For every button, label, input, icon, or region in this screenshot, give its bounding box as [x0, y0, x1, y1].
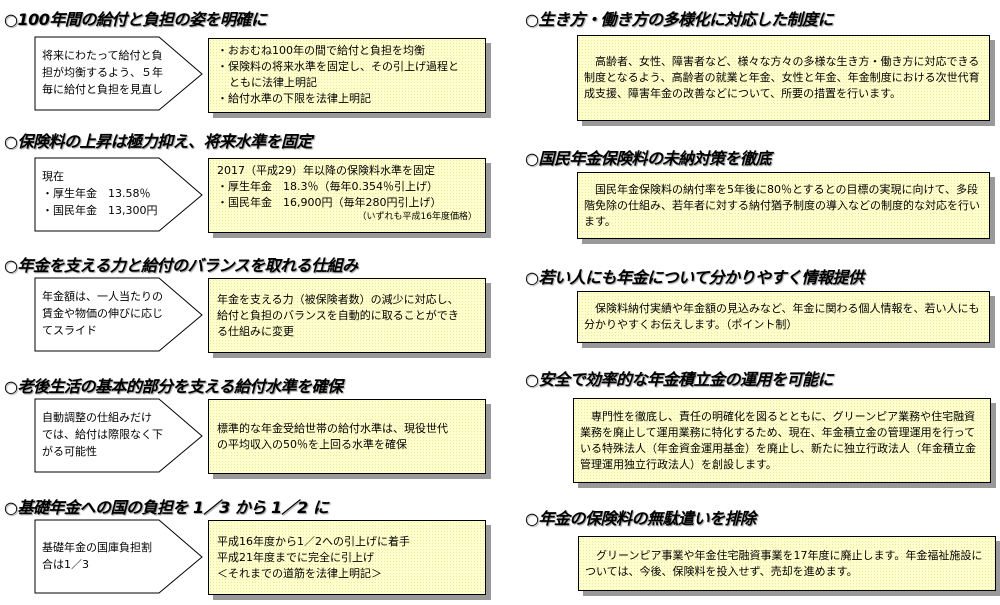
current-line: ・厚生年金 13.58％ [42, 187, 151, 200]
current-line: 基礎年金の国庫負担割 [42, 541, 152, 554]
current-line: ・国民年金 13,300円 [42, 204, 158, 217]
reform-box: 平成16年度から1／2への引上げに着手 平成21年度までに完全に引上げ ＜それま… [208, 520, 486, 595]
reform-line: 標準的な年金受給世帯の給付水準は、現役世代 [217, 421, 448, 435]
current-line: 担が均衡するよう、５年 [42, 66, 163, 79]
description-box: 専門性を徹底し、責任の明確化を図るとともに、グリーンピア業務や住宅融資業務を廃止… [573, 398, 991, 483]
reform-line: ・厚生年金 18.3％（毎年0.354％引上げ） [217, 180, 438, 193]
reform-box: 2017（平成29）年以降の保険料水準を固定 ・厚生年金 18.3％（毎年0.3… [208, 158, 486, 233]
current-line: がる可能性 [42, 445, 97, 458]
current-arrow-box: 現在 ・厚生年金 13.58％ ・国民年金 13,300円 [34, 157, 204, 233]
current-line: 自動調整の仕組みだけ [42, 411, 152, 424]
current-arrow-box: 基礎年金の国庫負担割 合は1／3 [34, 519, 204, 595]
reform-line: ・国民年金 16,900円（毎年280円引上げ） [217, 196, 442, 209]
current-line: 年金額は、一人当たりの [42, 290, 163, 303]
current-line: 賃金や物価の伸びに応じ [42, 307, 163, 320]
reform-line: 2017（平成29）年以降の保険料水準を固定 [217, 164, 435, 177]
heading-balance-mechanism: ○年金を支える力と給付のバランスを取れる仕組み [4, 256, 358, 275]
current-arrow-box: 自動調整の仕組みだけ では、給付は際限なく下 がる可能性 [34, 398, 204, 474]
reform-line: 平成16年度から1／2への引上げに着手 [217, 534, 410, 548]
current-line: てスライド [42, 324, 97, 337]
reform-box: 年金を支える力（被保険者数）の減少に対応し、 給付と負担のバランスを自動的に取る… [208, 278, 486, 353]
heading-unpaid-premium: ○国民年金保険料の未納対策を徹底 [525, 149, 771, 168]
heading-diverse-lifestyles: ○生き方・働き方の多様化に対応した制度に [525, 10, 833, 29]
reform-line: 平成21年度までに完全に引上げ [217, 550, 374, 564]
reform-line: ・給付水準の下限を法律上明記 [217, 92, 371, 105]
description-box: 保険料納付実績や年金額の見込みなど、年金に関わる個人情報を、若い人にも分かりやす… [577, 291, 990, 343]
reform-line: ・おおむね100年の間で給付と負担を均衡 [217, 44, 425, 57]
heading-information-for-young: ○若い人にも年金について分かりやすく情報提供 [525, 268, 864, 287]
description-box: グリーンピア事業や年金住宅融資事業を17年度に廃止します。年金福祉施設については… [578, 536, 996, 591]
current-arrow-box: 年金額は、一人当たりの 賃金や物価の伸びに応じ てスライド [34, 277, 204, 353]
description-text: 国民年金保険料の納付率を5年後に80％とするとの目標の実現に向けて、多段階免除の… [584, 182, 980, 228]
description-box: 国民年金保険料の納付率を5年後に80％とするとの目標の実現に向けて、多段階免除の… [577, 172, 990, 239]
reform-line: 年金を支える力（被保険者数）の減少に対応し、 [217, 292, 459, 306]
heading-national-burden: ○基礎年金への国の負担を 1／3 から 1／2 に [4, 498, 329, 517]
current-line: 現在 [42, 170, 64, 183]
description-text: 保険料納付実績や年金額の見込みなど、年金に関わる個人情報を、若い人にも分かりやす… [584, 302, 980, 331]
reform-line: 給付と負担のバランスを自動的に取ることができ [217, 308, 459, 322]
reform-line: ・保険料の将来水準を固定し、その引上げ過程と [217, 60, 459, 73]
reform-line: ともに法律上明記 [229, 76, 317, 89]
heading-benefit-burden-100-years: ○100年間の給付と負担の姿を明確に [4, 10, 267, 29]
reform-line: の平均収入の50％を上回る水準を確保 [217, 437, 407, 451]
reform-line: ＜それまでの道筋を法律上明記＞ [217, 566, 382, 580]
current-line: 将来にわたって給付と負 [42, 49, 163, 62]
reform-line: る仕組みに変更 [217, 324, 294, 338]
reform-box: 標準的な年金受給世帯の給付水準は、現役世代 の平均収入の50％を上回る水準を確保 [208, 399, 486, 474]
reform-box: ・おおむね100年の間で給付と負担を均衡 ・保険料の将来水準を固定し、その引上げ… [208, 38, 486, 113]
heading-benefit-level: ○老後生活の基本的部分を支える給付水準を確保 [4, 377, 343, 396]
description-text: グリーンピア事業や年金住宅融資事業を17年度に廃止します。年金福祉施設については… [585, 548, 983, 578]
heading-premium-fixed: ○保険料の上昇は極力抑え、将来水準を固定 [4, 132, 312, 151]
description-box: 高齢者、女性、障害者など、様々な方々の多様な生き方・働き方に対応できる制度となる… [577, 35, 990, 121]
current-line: 合は1／3 [42, 558, 89, 571]
price-note: （いずれも平成16年度価格） [357, 212, 477, 222]
description-text: 高齢者、女性、障害者など、様々な方々の多様な生き方・働き方に対応できる制度となる… [584, 55, 980, 100]
description-text: 専門性を徹底し、責任の明確化を図るとともに、グリーンピア業務や住宅融資業務を廃止… [580, 409, 976, 471]
heading-reserve-fund-management: ○安全で効率的な年金積立金の運用を可能に [525, 370, 833, 389]
current-line: 毎に給付と負担を見直し [42, 83, 163, 96]
current-arrow-box: 将来にわたって給付と負 担が均衡するよう、５年 毎に給付と負担を見直し [34, 36, 204, 112]
current-line: では、給付は際限なく下 [42, 428, 163, 441]
heading-eliminate-waste: ○年金の保険料の無駄遣いを排除 [525, 509, 756, 528]
